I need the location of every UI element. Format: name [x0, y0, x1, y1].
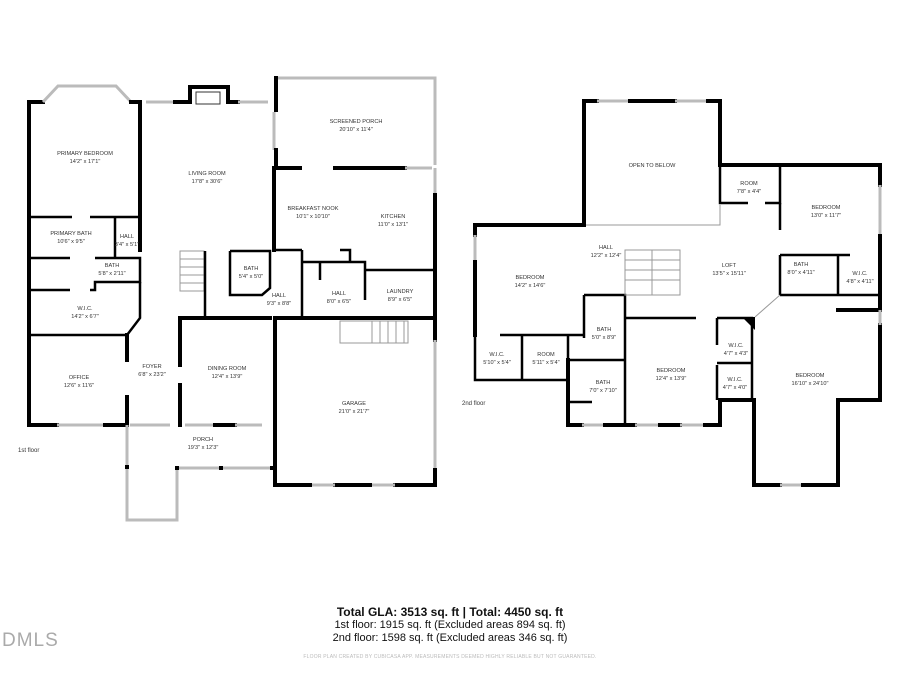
- svg-text:FOYER: FOYER: [142, 364, 161, 370]
- svg-text:8'0" x 4'11": 8'0" x 4'11": [787, 270, 814, 276]
- svg-text:13'5" x 15'11": 13'5" x 15'11": [712, 271, 745, 277]
- svg-text:14'2" x 14'6": 14'2" x 14'6": [515, 283, 546, 289]
- svg-text:4'7" x 4'3": 4'7" x 4'3": [724, 351, 748, 357]
- svg-text:20'10" x 11'4": 20'10" x 11'4": [339, 127, 372, 133]
- svg-text:BEDROOM: BEDROOM: [516, 275, 545, 281]
- second-floor-plan: 2nd floor OPEN TO BELOW ROOM 7'8" x 4'4"…: [462, 99, 882, 487]
- svg-text:7'0" x 7'10": 7'0" x 7'10": [589, 388, 617, 394]
- svg-text:LAUNDRY: LAUNDRY: [387, 289, 414, 295]
- total-area-summary: Total GLA: 3513 sq. ft | Total: 4450 sq.…: [336, 605, 564, 619]
- svg-text:BATH: BATH: [105, 263, 120, 269]
- svg-text:7'8" x 4'4": 7'8" x 4'4": [737, 189, 761, 195]
- svg-text:17'8" x 30'6": 17'8" x 30'6": [192, 179, 223, 185]
- svg-text:11'0" x 13'1": 11'0" x 13'1": [378, 222, 408, 228]
- svg-text:HALL: HALL: [272, 293, 286, 299]
- svg-text:8'0" x 6'5": 8'0" x 6'5": [327, 299, 351, 305]
- svg-text:4'8" x 4'11": 4'8" x 4'11": [846, 279, 873, 285]
- svg-text:12'2" x 12'4": 12'2" x 12'4": [591, 253, 622, 259]
- svg-text:12'6" x 11'6": 12'6" x 11'6": [64, 383, 94, 389]
- svg-text:W.I.C.: W.I.C.: [77, 306, 93, 312]
- svg-text:12'4" x 13'9": 12'4" x 13'9": [212, 374, 243, 380]
- svg-text:BATH: BATH: [596, 380, 611, 386]
- svg-text:13'0" x 11'7": 13'0" x 11'7": [811, 213, 841, 219]
- svg-text:KITCHEN: KITCHEN: [381, 214, 406, 220]
- svg-text:5'11" x 5'4": 5'11" x 5'4": [532, 360, 559, 366]
- disclaimer: FLOOR PLAN CREATED BY CUBICASA APP. MEAS…: [303, 654, 597, 660]
- svg-text:4'7" x 4'0": 4'7" x 4'0": [723, 385, 747, 391]
- second-floor-label: 2nd floor: [462, 401, 485, 407]
- svg-text:HALL: HALL: [332, 291, 346, 297]
- svg-text:8'9" x 6'5": 8'9" x 6'5": [388, 297, 412, 303]
- svg-text:10'1" x 10'10": 10'1" x 10'10": [296, 214, 330, 220]
- svg-text:DINING ROOM: DINING ROOM: [208, 366, 247, 372]
- svg-text:HALL: HALL: [599, 245, 613, 251]
- svg-text:OFFICE: OFFICE: [69, 375, 90, 381]
- svg-text:W.I.C.: W.I.C.: [728, 343, 744, 349]
- room-name: PRIMARY BEDROOM: [57, 151, 113, 157]
- svg-text:PRIMARY BATH: PRIMARY BATH: [50, 231, 91, 237]
- svg-text:W.I.C.: W.I.C.: [489, 352, 505, 358]
- svg-text:LOFT: LOFT: [722, 263, 737, 269]
- svg-text:5'8" x 2'11": 5'8" x 2'11": [98, 271, 125, 277]
- svg-text:3'4" x 5'1": 3'4" x 5'1": [115, 242, 139, 248]
- second-floor-room-labels: OPEN TO BELOW ROOM 7'8" x 4'4" BEDROOM 1…: [483, 163, 873, 394]
- svg-text:SCREENED PORCH: SCREENED PORCH: [330, 119, 383, 125]
- svg-text:16'10" x 24'10": 16'10" x 24'10": [792, 381, 829, 387]
- first-floor-plan: 1st floor PRIMARY BEDROOM 14'2" x 17'1" …: [18, 76, 437, 522]
- svg-text:19'3" x 12'3": 19'3" x 12'3": [188, 445, 219, 451]
- svg-text:BEDROOM: BEDROOM: [657, 368, 686, 374]
- svg-text:5'0" x 8'9": 5'0" x 8'9": [592, 335, 616, 341]
- svg-text:ROOM: ROOM: [740, 181, 758, 187]
- svg-text:BATH: BATH: [597, 327, 612, 333]
- dmls-watermark-logo: DMLS: [2, 630, 59, 651]
- svg-text:BEDROOM: BEDROOM: [812, 205, 841, 211]
- svg-text:W.I.C.: W.I.C.: [852, 271, 868, 277]
- svg-text:5'4" x 5'0": 5'4" x 5'0": [239, 274, 263, 280]
- svg-text:5'10" x 5'4": 5'10" x 5'4": [483, 360, 511, 366]
- first-floor-room-labels: PRIMARY BEDROOM 14'2" x 17'1" LIVING ROO…: [50, 119, 413, 451]
- svg-text:12'4" x 13'9": 12'4" x 13'9": [656, 376, 687, 382]
- svg-text:14'2" x 6'7": 14'2" x 6'7": [71, 314, 99, 320]
- svg-text:10'6" x 9'5": 10'6" x 9'5": [57, 239, 85, 245]
- svg-text:9'3" x 8'8": 9'3" x 8'8": [267, 301, 291, 307]
- svg-text:6'8" x 23'2": 6'8" x 23'2": [138, 372, 166, 378]
- first-floor-area: 1st floor: 1915 sq. ft (Excluded areas 8…: [334, 619, 566, 631]
- svg-text:ROOM: ROOM: [537, 352, 555, 358]
- first-floor-label: 1st floor: [18, 448, 39, 454]
- room-dims: 14'2" x 17'1": [70, 159, 101, 165]
- svg-text:OPEN TO BELOW: OPEN TO BELOW: [629, 163, 676, 169]
- svg-text:W.I.C.: W.I.C.: [727, 377, 743, 383]
- second-floor-area: 2nd floor: 1598 sq. ft (Excluded areas 3…: [332, 632, 568, 644]
- svg-text:GARAGE: GARAGE: [342, 401, 366, 407]
- svg-text:21'0" x 21'7": 21'0" x 21'7": [339, 409, 370, 415]
- svg-text:LIVING ROOM: LIVING ROOM: [188, 171, 226, 177]
- svg-text:BREAKFAST NOOK: BREAKFAST NOOK: [288, 206, 339, 212]
- svg-text:BEDROOM: BEDROOM: [796, 373, 825, 379]
- svg-text:BATH: BATH: [244, 266, 259, 272]
- svg-text:BATH: BATH: [794, 262, 809, 268]
- svg-text:HALL: HALL: [120, 234, 134, 240]
- svg-text:PORCH: PORCH: [193, 437, 213, 443]
